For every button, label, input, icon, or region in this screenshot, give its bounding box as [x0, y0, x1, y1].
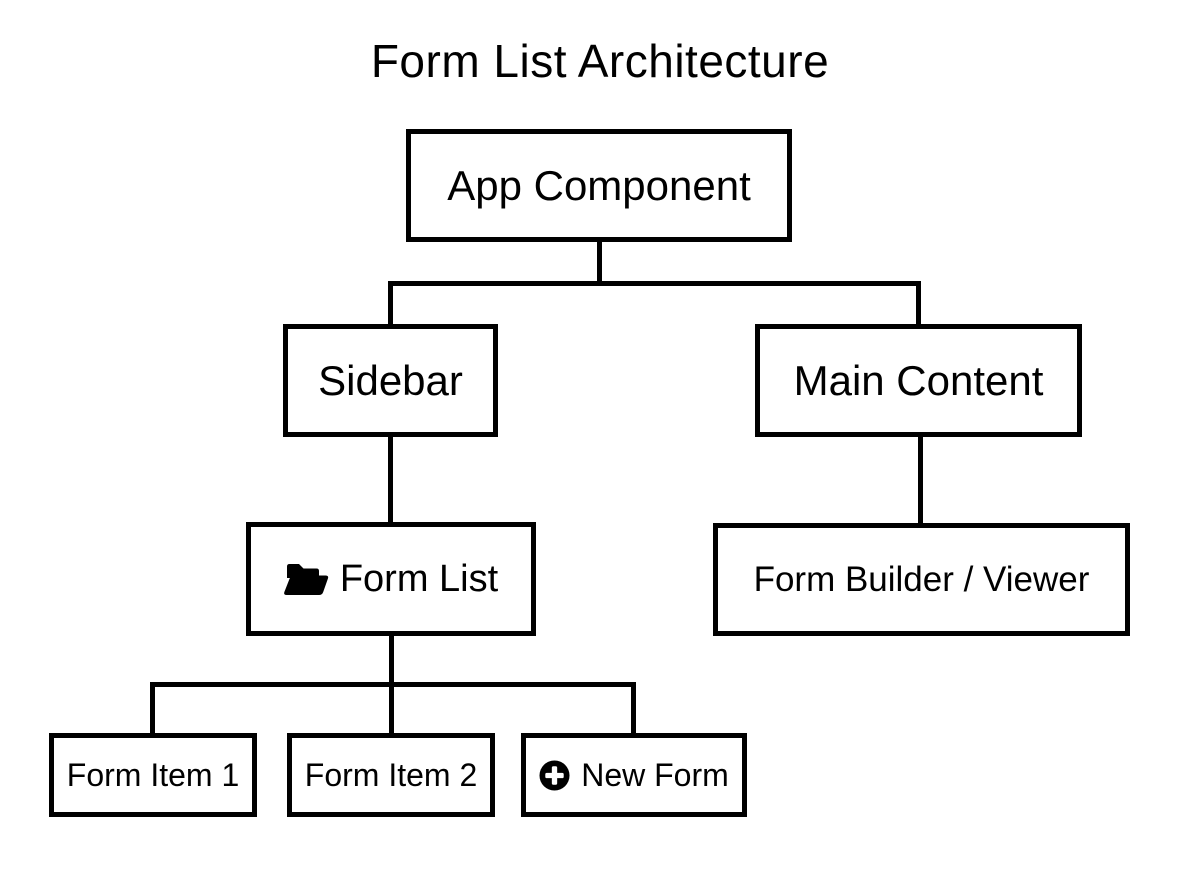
node-main-content-label: Main Content: [793, 356, 1044, 404]
connector-app-down: [597, 242, 602, 286]
connector-form-item-1-up: [150, 682, 155, 733]
node-form-item-1-label: Form Item 1: [66, 756, 240, 793]
node-new-form-label: New Form: [581, 756, 729, 793]
node-form-list: Form List: [246, 522, 536, 636]
node-sidebar-label: Sidebar: [318, 356, 463, 404]
connector-sidebar-up: [388, 281, 393, 324]
connector-main-to-form-builder: [918, 437, 923, 523]
node-main-content: Main Content: [755, 324, 1082, 437]
node-app-component-label: App Component: [447, 161, 751, 209]
connector-form-list-down: [389, 636, 394, 687]
node-form-item-2: Form Item 2: [287, 733, 495, 817]
connector-form-item-2-up: [389, 682, 394, 733]
node-form-builder-viewer-label: Form Builder / Viewer: [753, 559, 1090, 599]
connector-elbow-top: [388, 281, 921, 286]
node-form-builder-viewer: Form Builder / Viewer: [713, 523, 1130, 636]
node-form-list-label: Form List: [339, 557, 499, 600]
node-app-component: App Component: [406, 129, 792, 242]
diagram-title: Form List Architecture: [370, 35, 830, 87]
plus-circle-icon: [539, 759, 570, 791]
connector-sidebar-to-form-list: [388, 437, 393, 522]
node-form-item-1: Form Item 1: [49, 733, 257, 817]
node-form-item-2-label: Form Item 2: [304, 756, 478, 793]
node-new-form: New Form: [521, 733, 747, 817]
connector-new-form-up: [631, 682, 636, 733]
node-sidebar: Sidebar: [283, 324, 498, 437]
connector-main-content-up: [916, 281, 921, 324]
folder-open-icon: [283, 561, 329, 598]
